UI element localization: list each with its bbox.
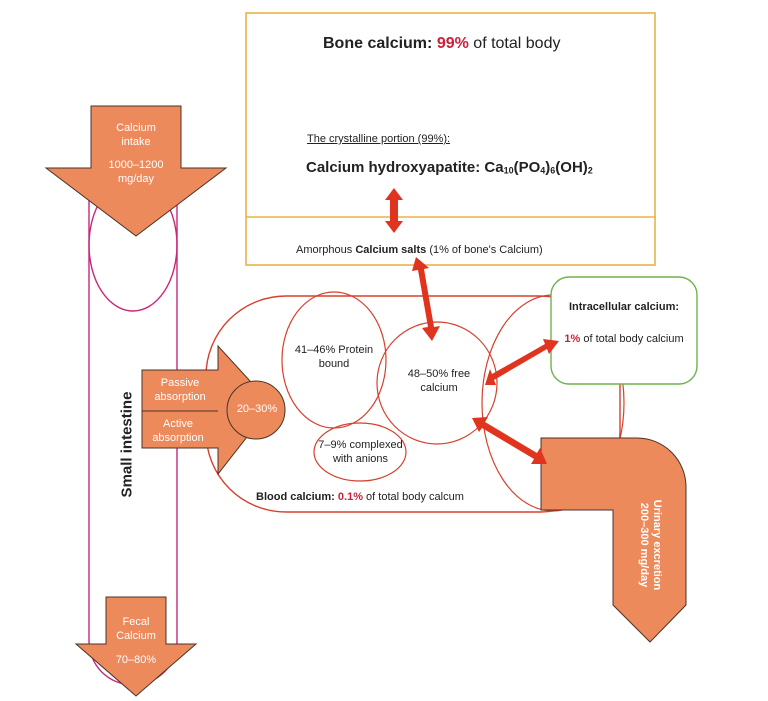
- bone-blood-exchange-arrow: [412, 257, 440, 341]
- absorption-arrow: [141, 344, 273, 476]
- intracellular-box: [550, 276, 698, 385]
- fecal-calcium-arrow: [74, 596, 198, 697]
- calcium-intake-arrow: [44, 105, 228, 237]
- intracellular-title: Intracellular calcium:: [568, 301, 680, 313]
- calcium-intake-label: Calcium intake 1000–1200 mg/day: [108, 122, 164, 185]
- bone-calcium-title: Bone calcium: 99% of total body: [323, 35, 561, 52]
- blood-urinary-exchange-arrow: [472, 417, 547, 464]
- free-calcium-label: 48–50% free calcium: [407, 368, 471, 394]
- small-intestine-label: Small intestine: [118, 391, 136, 498]
- bone-calcium-percent: 99%: [436, 35, 469, 52]
- complexed-circle: [313, 422, 407, 482]
- bone-calcium-box: [245, 12, 656, 266]
- amorphous-calcium-salts: Amorphous Calcium salts (1% of bone's Ca…: [296, 244, 543, 256]
- crystalline-portion-label: The crystalline portion (99%):: [307, 133, 451, 145]
- absorption-rate-label: 20–30%: [236, 403, 278, 415]
- absorption-rate-circle: [226, 380, 286, 440]
- free-calcium-circle: [376, 321, 498, 445]
- blood-calcium-label: Blood calcium: 0.1% of total body calcum: [256, 491, 464, 503]
- fecal-calcium-label: Fecal Calcium 70–80%: [115, 616, 157, 666]
- active-absorption-label: Active absorption: [152, 418, 204, 444]
- complexed-anions-label: 7–9% complexed with anions: [318, 439, 403, 465]
- intracellular-value: 1% of total body calcium: [564, 333, 684, 345]
- protein-bound-label: 41–46% Protein bound: [294, 344, 374, 370]
- blood-intracellular-exchange-arrow: [485, 339, 559, 385]
- urinary-excretion-arrow: [540, 437, 687, 643]
- urinary-excretion-label: Urinary excretion 200–300 mg/day: [638, 499, 663, 591]
- bone-internal-exchange-arrow: [385, 188, 403, 233]
- passive-absorption-label: Passive absorption: [154, 377, 206, 403]
- hydroxyapatite-formula: Calcium hydroxyapatite: Ca10(PO4)6(OH)2: [306, 159, 593, 176]
